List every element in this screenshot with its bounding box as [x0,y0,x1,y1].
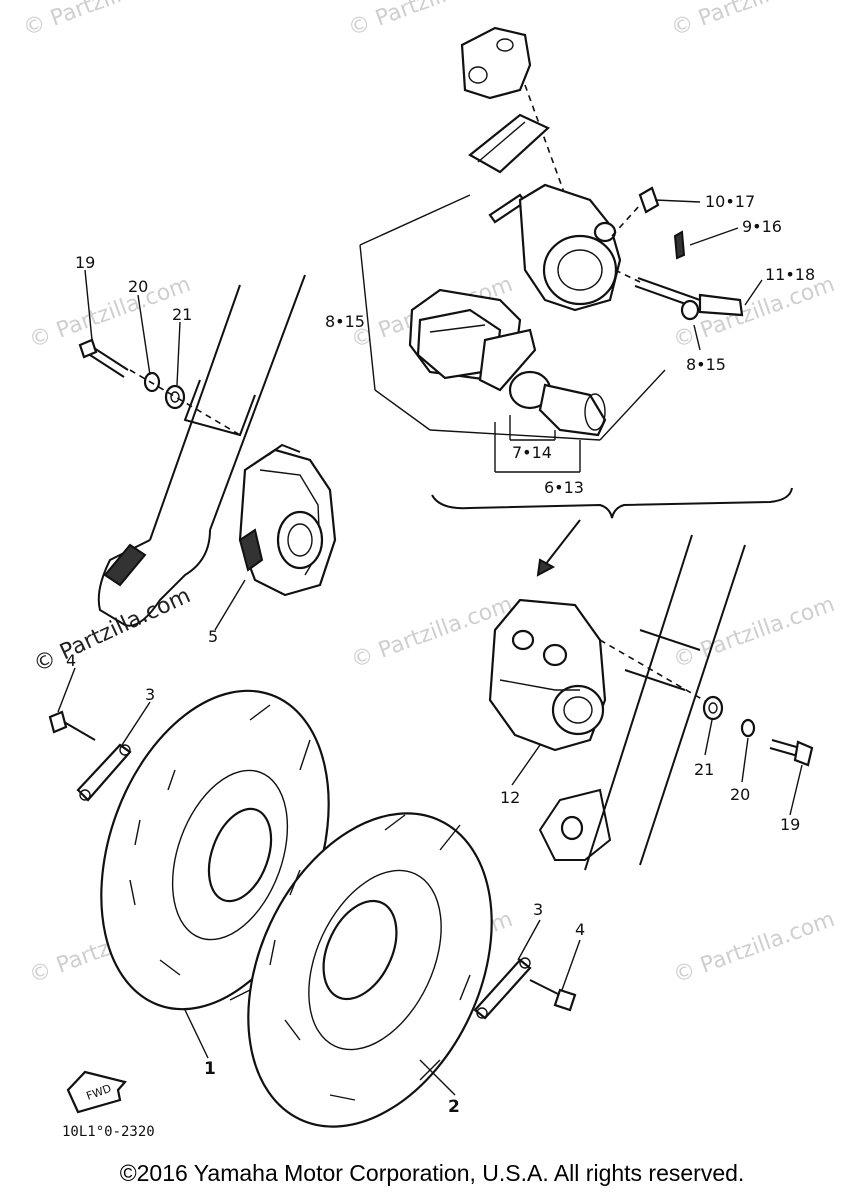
callout-5: 5 [208,627,218,646]
callout-21: 21 [694,760,714,779]
callout-8-15: 8•15 [686,355,726,374]
left-caliper [238,443,337,597]
callout-2: 2 [448,1097,460,1117]
leader-lines [57,199,803,1096]
callout-10-17: 10•17 [705,192,755,211]
callout-21: 21 [172,305,192,324]
right-mount-hardware [702,695,814,767]
caliper-exploded-view [460,26,744,321]
right-caliper [488,598,607,752]
callout-4: 4 [575,920,585,939]
right-fork-leg [538,534,746,871]
fwd-arrow: FWD [66,1070,128,1114]
pad-assembly-frame [359,194,666,473]
left-mount-hardware [78,338,241,436]
diagram-code: 10L1°0-2320 [62,1124,155,1140]
callout-19: 19 [780,815,800,834]
callout-20: 20 [128,277,148,296]
left-fork-leg [97,274,306,627]
callout-3: 3 [533,900,543,919]
callout-7-14: 7•14 [512,443,552,462]
callout-4: 4 [66,651,76,670]
assembly-brace [431,487,793,577]
right-brake-disc [247,812,493,1128]
callout-9-16: 9•16 [742,217,782,236]
bracket-left [48,710,132,802]
callout-8-15: 8•15 [325,312,365,331]
bracket-right [473,957,577,1020]
callout-1: 1 [204,1059,216,1079]
callout-11-18: 11•18 [765,265,815,284]
callout-19: 19 [75,253,95,272]
callout-6-13: 6•13 [544,478,584,497]
copyright-notice: ©2016 Yamaha Motor Corporation, U.S.A. A… [119,1160,745,1186]
callout-20: 20 [730,785,750,804]
callout-3: 3 [145,685,155,704]
callout-12: 12 [500,788,520,807]
